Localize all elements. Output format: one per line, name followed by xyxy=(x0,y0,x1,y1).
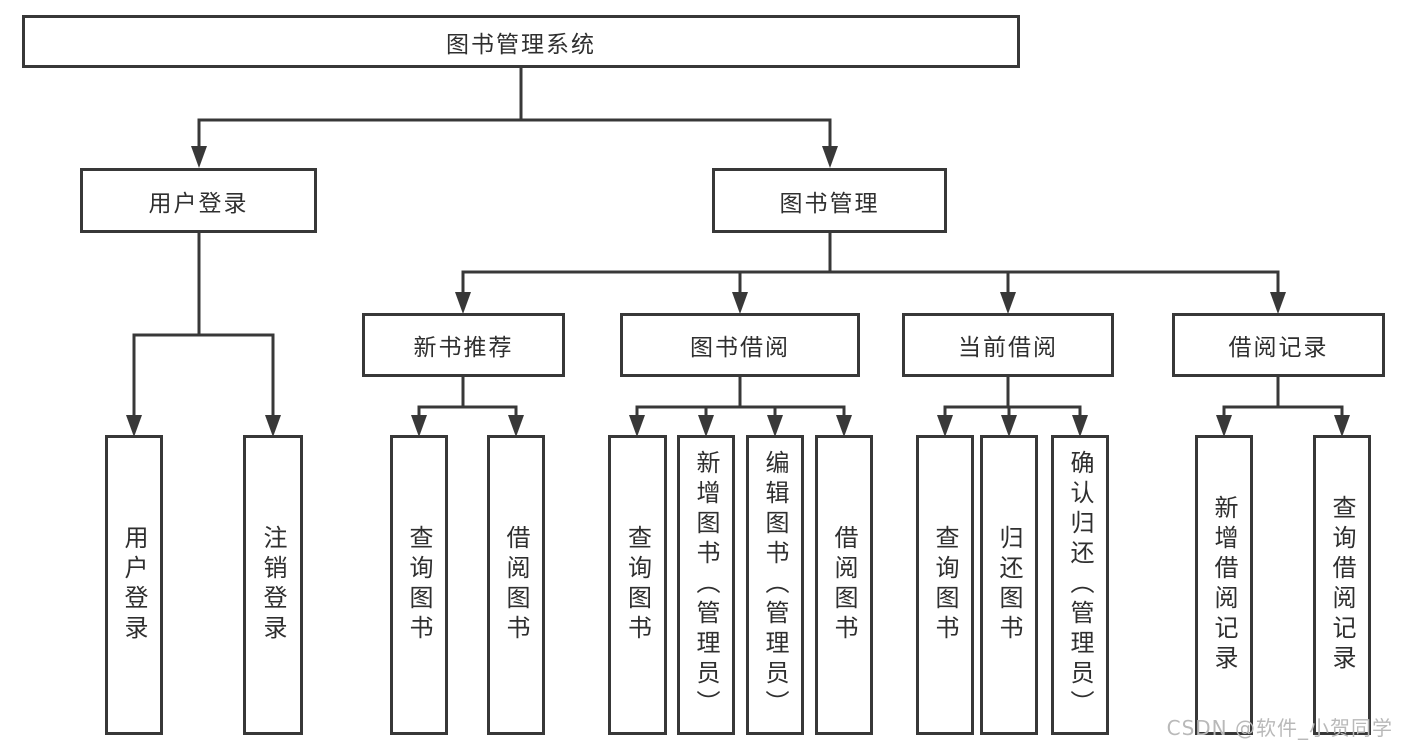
node-label: 图书管理系统 xyxy=(446,31,596,58)
leaf-borrow-books: 借阅图书 xyxy=(815,435,873,735)
node-label: 查询图书 xyxy=(405,525,433,645)
leaf-return-books: 归还图书 xyxy=(980,435,1038,735)
node-user-login: 用户登录 xyxy=(80,168,317,233)
node-book-borrowing: 图书借阅 xyxy=(620,313,860,377)
leaf-query-borrow-record: 查询借阅记录 xyxy=(1313,435,1371,735)
leaf-query-books-current: 查询图书 xyxy=(916,435,974,735)
node-label: 图书借阅 xyxy=(690,335,790,361)
leaf-query-books-borrowing: 查询图书 xyxy=(608,435,667,735)
node-label: 新增图书（管理员） xyxy=(692,450,720,720)
node-label: 编辑图书（管理员） xyxy=(761,450,789,720)
node-label: 确认归还（管理员） xyxy=(1066,450,1094,720)
node-library-system: 图书管理系统 xyxy=(22,15,1020,68)
node-label: 图书管理 xyxy=(779,190,880,217)
node-label: 查询图书 xyxy=(931,525,959,645)
node-label: 用户登录 xyxy=(120,525,148,645)
watermark-text: CSDN @软件_小贺同学 xyxy=(1166,716,1393,740)
leaf-borrow-books-recommend: 借阅图书 xyxy=(487,435,545,735)
leaf-edit-books-admin: 编辑图书（管理员） xyxy=(746,435,804,735)
leaf-confirm-return-admin: 确认归还（管理员） xyxy=(1051,435,1109,735)
node-label: 查询图书 xyxy=(623,525,652,645)
leaf-add-borrow-record: 新增借阅记录 xyxy=(1195,435,1253,735)
node-label: 当前借阅 xyxy=(958,335,1058,361)
leaf-query-books-recommend: 查询图书 xyxy=(390,435,448,735)
arrowheads xyxy=(126,146,1350,437)
node-book-management: 图书管理 xyxy=(712,168,947,233)
node-label: 借阅图书 xyxy=(830,525,858,645)
node-label: 新书推荐 xyxy=(413,335,514,361)
node-label: 借阅图书 xyxy=(502,525,530,645)
node-label: 新增借阅记录 xyxy=(1210,495,1238,675)
node-label: 注销登录 xyxy=(259,525,287,645)
node-label: 用户登录 xyxy=(148,190,249,217)
leaf-add-books-admin: 新增图书（管理员） xyxy=(677,435,735,735)
leaf-user-login: 用户登录 xyxy=(105,435,163,735)
node-borrowing-records: 借阅记录 xyxy=(1172,313,1385,377)
leaf-logout: 注销登录 xyxy=(243,435,303,735)
node-label: 查询借阅记录 xyxy=(1328,495,1356,675)
node-label: 归还图书 xyxy=(995,525,1023,645)
node-current-borrowing: 当前借阅 xyxy=(902,313,1114,377)
node-label: 借阅记录 xyxy=(1228,335,1329,361)
node-new-book-recommend: 新书推荐 xyxy=(362,313,565,377)
